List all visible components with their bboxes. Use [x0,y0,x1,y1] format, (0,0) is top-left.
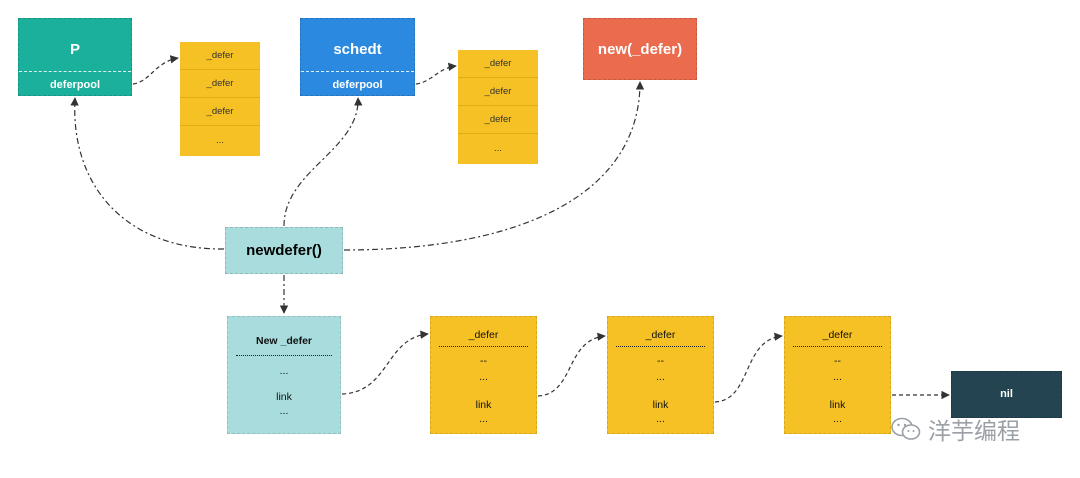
node-link-label: link [652,399,669,411]
node-body: ... [833,371,842,383]
defer-node: _defer -- ... link ... [784,316,891,434]
node-divider [616,346,705,347]
wechat-icon [891,417,921,440]
new-defer-node: New _defer ... link ... [227,316,341,434]
node-tail: ... [833,413,842,425]
node-link-label: link [475,399,492,411]
pool-cell: _defer [180,70,260,98]
schedt-deferpool-stack: _defer _defer _defer ... [458,50,538,164]
p-node-title: P [69,41,80,58]
schedt-to-pool-arrow [415,62,457,85]
newdefer-func-node: newdefer() [225,227,343,274]
node-tail: ... [656,413,665,425]
pool-cell: _defer [458,78,538,106]
watermark-text: 洋芋编程 [928,419,1020,445]
heap-alloc-title: new(_defer) [597,41,683,58]
nil-node-title: nil [1000,388,1013,400]
node-link-label: link [829,399,846,411]
newdefer-to-p-arrow [70,97,225,250]
schedt-node-field: deferpool [332,79,383,91]
node-header: _defer [822,329,853,341]
node-header: New _defer [255,335,313,347]
pool-cell: ... [180,126,260,156]
heap-alloc-node: new(_defer) [583,18,697,80]
newdefer-to-alloc-arrow [343,81,645,251]
node-body: -- [834,355,841,367]
node-link-label: link [276,391,292,403]
node-divider [793,346,882,347]
node-body: ... [479,371,488,383]
defer-node: _defer -- ... link ... [607,316,714,434]
node-body: ... [656,371,665,383]
newdefer-to-schedt-arrow [283,97,363,227]
schedt-node: schedt deferpool [300,18,415,96]
schedt-node-title: schedt [333,41,382,58]
node-body: -- [480,355,487,367]
node-header: _defer [645,329,676,341]
node-tail: ... [479,413,488,425]
pool-cell: _defer [458,50,538,78]
node-body: -- [657,355,664,367]
node-body: ... [279,365,289,377]
p-node-field: deferpool [49,79,101,91]
node-header: _defer [468,329,499,341]
nil-node: nil [951,371,1062,418]
pool-cell: _defer [180,42,260,70]
defer-node: _defer -- ... link ... [430,316,537,434]
node-tail: ... [279,405,289,417]
link-arrow [537,332,606,397]
p-to-pool-arrow [132,55,179,85]
node-divider [439,346,528,347]
link-arrow [714,332,783,403]
pool-cell: _defer [458,106,538,134]
link-arrow [341,330,429,395]
p-deferpool-stack: _defer _defer _defer ... [180,42,260,156]
node-divider [236,355,332,356]
p-node-divider [19,71,131,72]
pool-cell: _defer [180,98,260,126]
schedt-node-divider [301,71,414,72]
newdefer-func-title: newdefer() [246,242,322,259]
p-node: P deferpool [18,18,132,96]
pool-cell: ... [458,134,538,164]
watermark: 洋芋编程 [890,414,1020,445]
